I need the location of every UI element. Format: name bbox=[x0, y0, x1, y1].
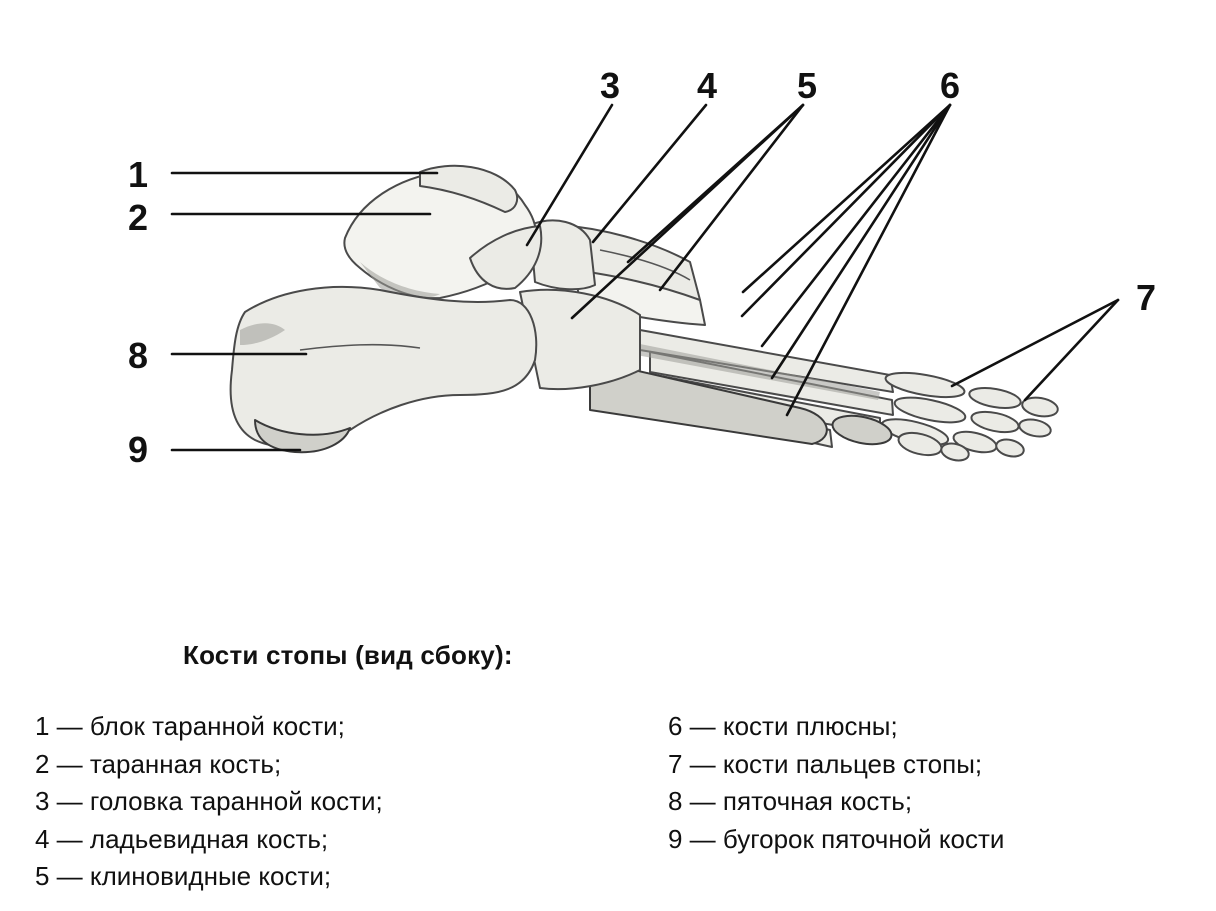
talus bbox=[343, 164, 543, 300]
legend-left-column: 1 — блок таранной кости; 2 — таранная ко… bbox=[35, 708, 475, 896]
callout-numbers: 1 2 3 4 5 6 7 8 9 bbox=[128, 65, 1156, 470]
legend-item-7: 7 — кости пальцев стопы; bbox=[668, 748, 983, 779]
leader-5b bbox=[626, 103, 805, 264]
toe-bones bbox=[831, 371, 1059, 462]
leader-7a bbox=[950, 298, 1120, 388]
callout-5: 5 bbox=[797, 65, 817, 106]
legend-item-1: 1 — блок таранной кости; bbox=[35, 711, 345, 741]
callout-3: 3 bbox=[600, 65, 620, 106]
leader-3 bbox=[525, 103, 614, 247]
callout-8: 8 bbox=[128, 335, 148, 376]
foot-skeleton-illustration bbox=[229, 164, 1059, 462]
leader-6c bbox=[760, 103, 952, 348]
callout-2: 2 bbox=[128, 197, 148, 238]
callout-1: 1 bbox=[128, 154, 148, 195]
legend-item-4: 4 — ладьевидная кость; bbox=[35, 823, 329, 854]
callout-9: 9 bbox=[128, 429, 148, 470]
callout-6: 6 bbox=[940, 65, 960, 106]
legend-item-5: 5 — клиновидные кости; bbox=[35, 861, 332, 891]
navicular-bone bbox=[529, 219, 596, 291]
legend-item-2: 2 — таранная кость; bbox=[35, 748, 282, 779]
legend-item-3: 3 — головка таранной кости; bbox=[35, 786, 383, 816]
leader-6a bbox=[741, 103, 952, 294]
leader-5c bbox=[658, 103, 805, 292]
metatarsal-bones bbox=[589, 329, 894, 448]
leader-7b bbox=[1023, 298, 1120, 402]
diagram-caption: Кости стопы (вид сбоку): bbox=[183, 640, 513, 670]
legend-item-8: 8 — пяточная кость; bbox=[668, 786, 913, 816]
callout-4: 4 bbox=[697, 65, 717, 106]
calcaneus bbox=[229, 285, 538, 454]
legend-item-9: 9 — бугорок пяточной кости bbox=[668, 823, 1005, 854]
legend-right-column: 6 — кости плюсны; 7 — кости пальцев стоп… bbox=[668, 708, 1108, 858]
legend-item-6: 6 — кости плюсны; bbox=[668, 711, 898, 741]
callout-7: 7 bbox=[1136, 277, 1156, 318]
foot-bones-diagram: 1 2 3 4 5 6 7 8 9 bbox=[128, 65, 1156, 470]
leader-4 bbox=[591, 103, 708, 244]
leader-6b bbox=[740, 103, 952, 318]
leader-lines bbox=[170, 103, 1120, 452]
cuboid-bone bbox=[519, 288, 641, 391]
leader-6e bbox=[785, 103, 952, 417]
leader-6d bbox=[770, 103, 952, 380]
